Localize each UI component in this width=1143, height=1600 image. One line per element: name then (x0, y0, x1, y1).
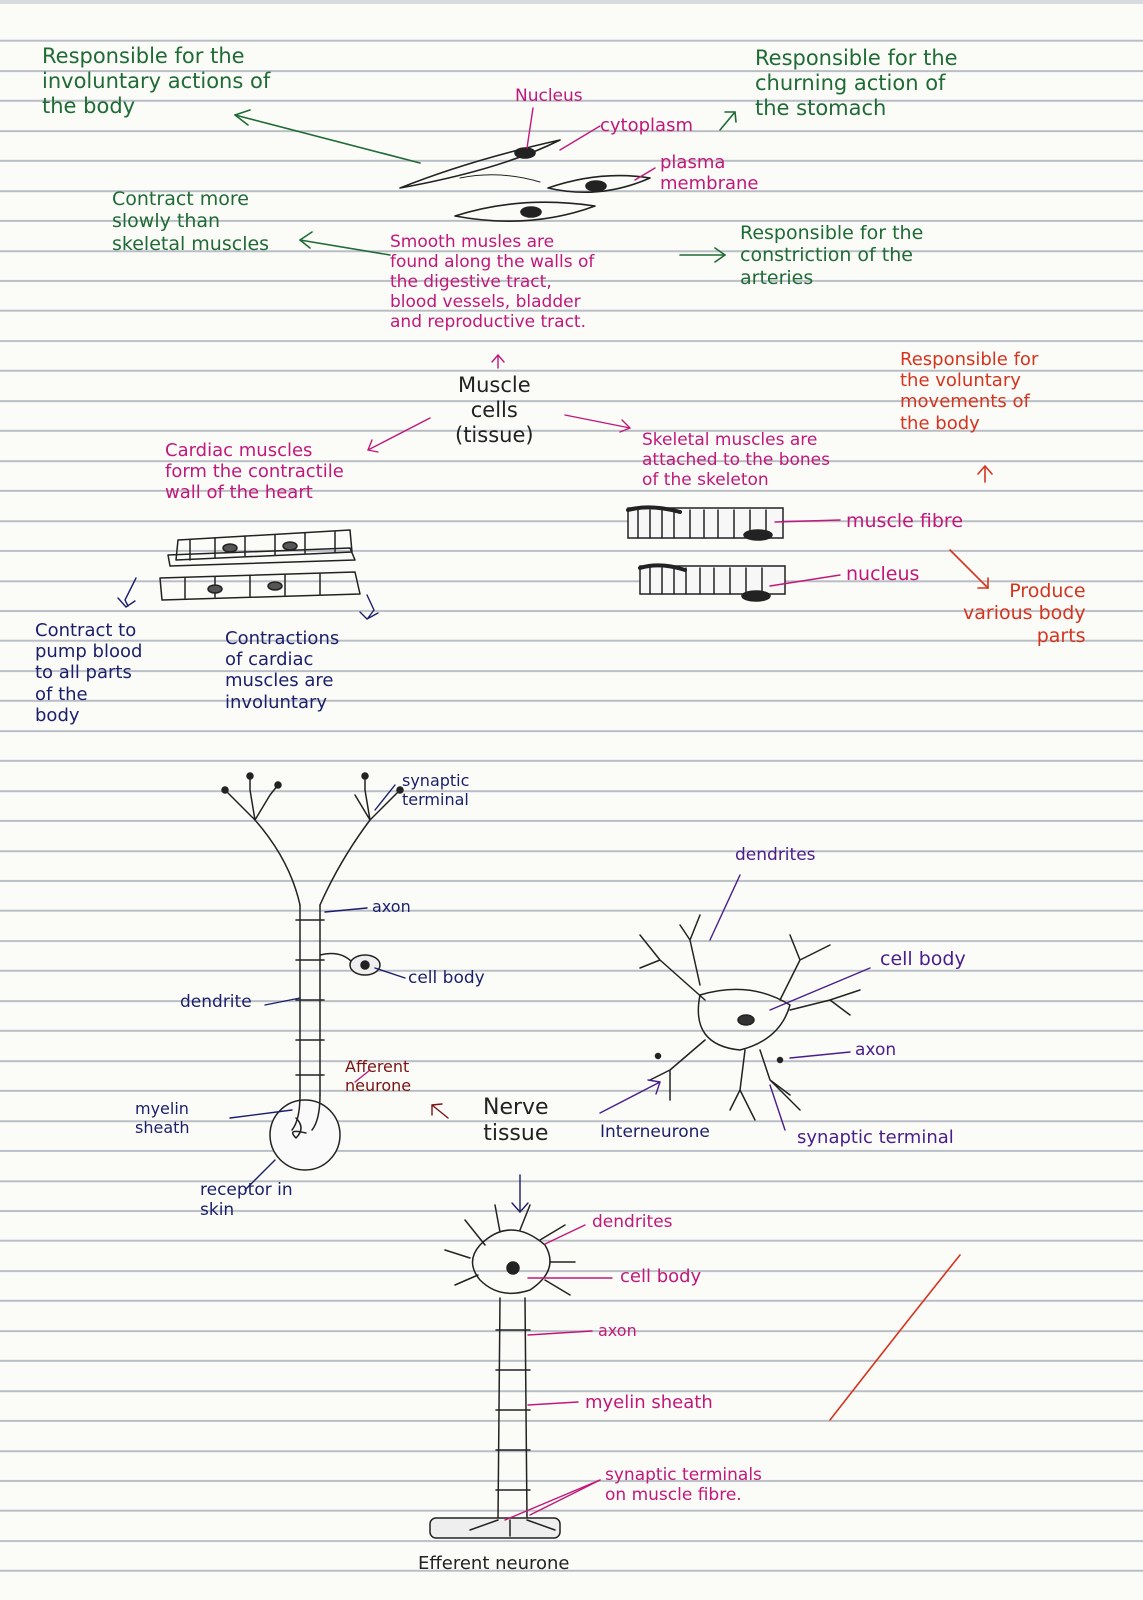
efferent-axon-label: axon (598, 1321, 637, 1340)
smooth-muscle-cytoplasm-label: cytoplasm (600, 115, 693, 136)
efferent-neurone-title: Efferent neurone (418, 1553, 570, 1574)
skeletal-muscle-voluntary-note: Responsible for the voluntary movements … (900, 349, 1039, 434)
smooth-muscle-plasma-membrane-label: plasma membrane (660, 152, 759, 195)
purple-pointer-lines (599, 874, 871, 1131)
maroon-pointer-lines (431, 1103, 449, 1119)
paper-top-edge (0, 0, 1143, 4)
smooth-muscle-cells-drawing (399, 139, 651, 222)
afferent-synaptic-terminal-label: synaptic terminal (402, 771, 470, 809)
efferent-pink-lines (504, 1224, 613, 1521)
pink-pointer-lines (354, 107, 841, 1083)
smooth-muscle-description: Smooth musles are found along the walls … (390, 232, 595, 333)
cardiac-muscle-description: Cardiac muscles form the contractile wal… (165, 440, 344, 504)
navy-pointer-lines (117, 577, 529, 1213)
skeletal-muscle-description: Skeletal muscles are attached to the bon… (642, 430, 830, 491)
interneurone-axon-label: axon (855, 1040, 897, 1060)
efferent-dendrites-label: dendrites (592, 1212, 673, 1232)
skeletal-muscle-drawing (626, 505, 786, 602)
smooth-muscle-contract-slowly-note: Contract more slowly than skeletal muscl… (112, 188, 270, 255)
cardiac-pump-note: Contract to pump blood to all parts of t… (35, 620, 143, 726)
nerve-tissue-heading: Nerve tissue (483, 1095, 549, 1146)
interneurone-drawing (639, 914, 861, 1121)
afferent-cell-body-label: cell body (408, 968, 485, 988)
muscle-fibre-label: muscle fibre (846, 510, 964, 532)
afferent-neurone-title: Afferent neurone (345, 1057, 412, 1095)
interneurone-dendrites-label: dendrites (735, 845, 816, 865)
interneurone-cell-body-label: cell body (880, 948, 966, 970)
efferent-synaptic-terminals-label: synaptic terminals on muscle fibre. (605, 1465, 762, 1506)
efferent-neurone-drawing (429, 1204, 576, 1539)
interneurone-synaptic-terminal-label: synaptic terminal (797, 1127, 954, 1148)
skeletal-produce-note: Produce various body parts (963, 580, 1086, 647)
smooth-muscle-involuntary-note: Responsible for the involuntary actions … (42, 44, 271, 118)
cardiac-involuntary-note: Contractions of cardiac muscles are invo… (225, 628, 340, 713)
afferent-neurone-drawing (221, 772, 404, 1171)
skeletal-nucleus-label: nucleus (846, 563, 920, 585)
smooth-muscle-churning-note: Responsible for the churning action of t… (755, 46, 958, 120)
efferent-myelin-sheath-label: myelin sheath (585, 1392, 713, 1413)
smooth-muscle-constriction-note: Responsible for the constriction of the … (740, 222, 924, 289)
interneurone-title: Interneurone (600, 1122, 710, 1142)
afferent-dendrite-label: dendrite (180, 992, 252, 1012)
smooth-muscle-nucleus-label: Nucleus (515, 86, 583, 106)
red-arrows (829, 465, 993, 1421)
afferent-receptor-label: receptor in skin (200, 1180, 293, 1221)
cardiac-muscle-drawing (159, 529, 361, 601)
muscle-cells-heading: Muscle cells (tissue) (455, 373, 534, 447)
efferent-cell-body-label: cell body (620, 1266, 702, 1287)
green-arrows (234, 109, 737, 263)
afferent-myelin-sheath-label: myelin sheath (135, 1099, 190, 1137)
afferent-axon-label: axon (372, 897, 411, 916)
